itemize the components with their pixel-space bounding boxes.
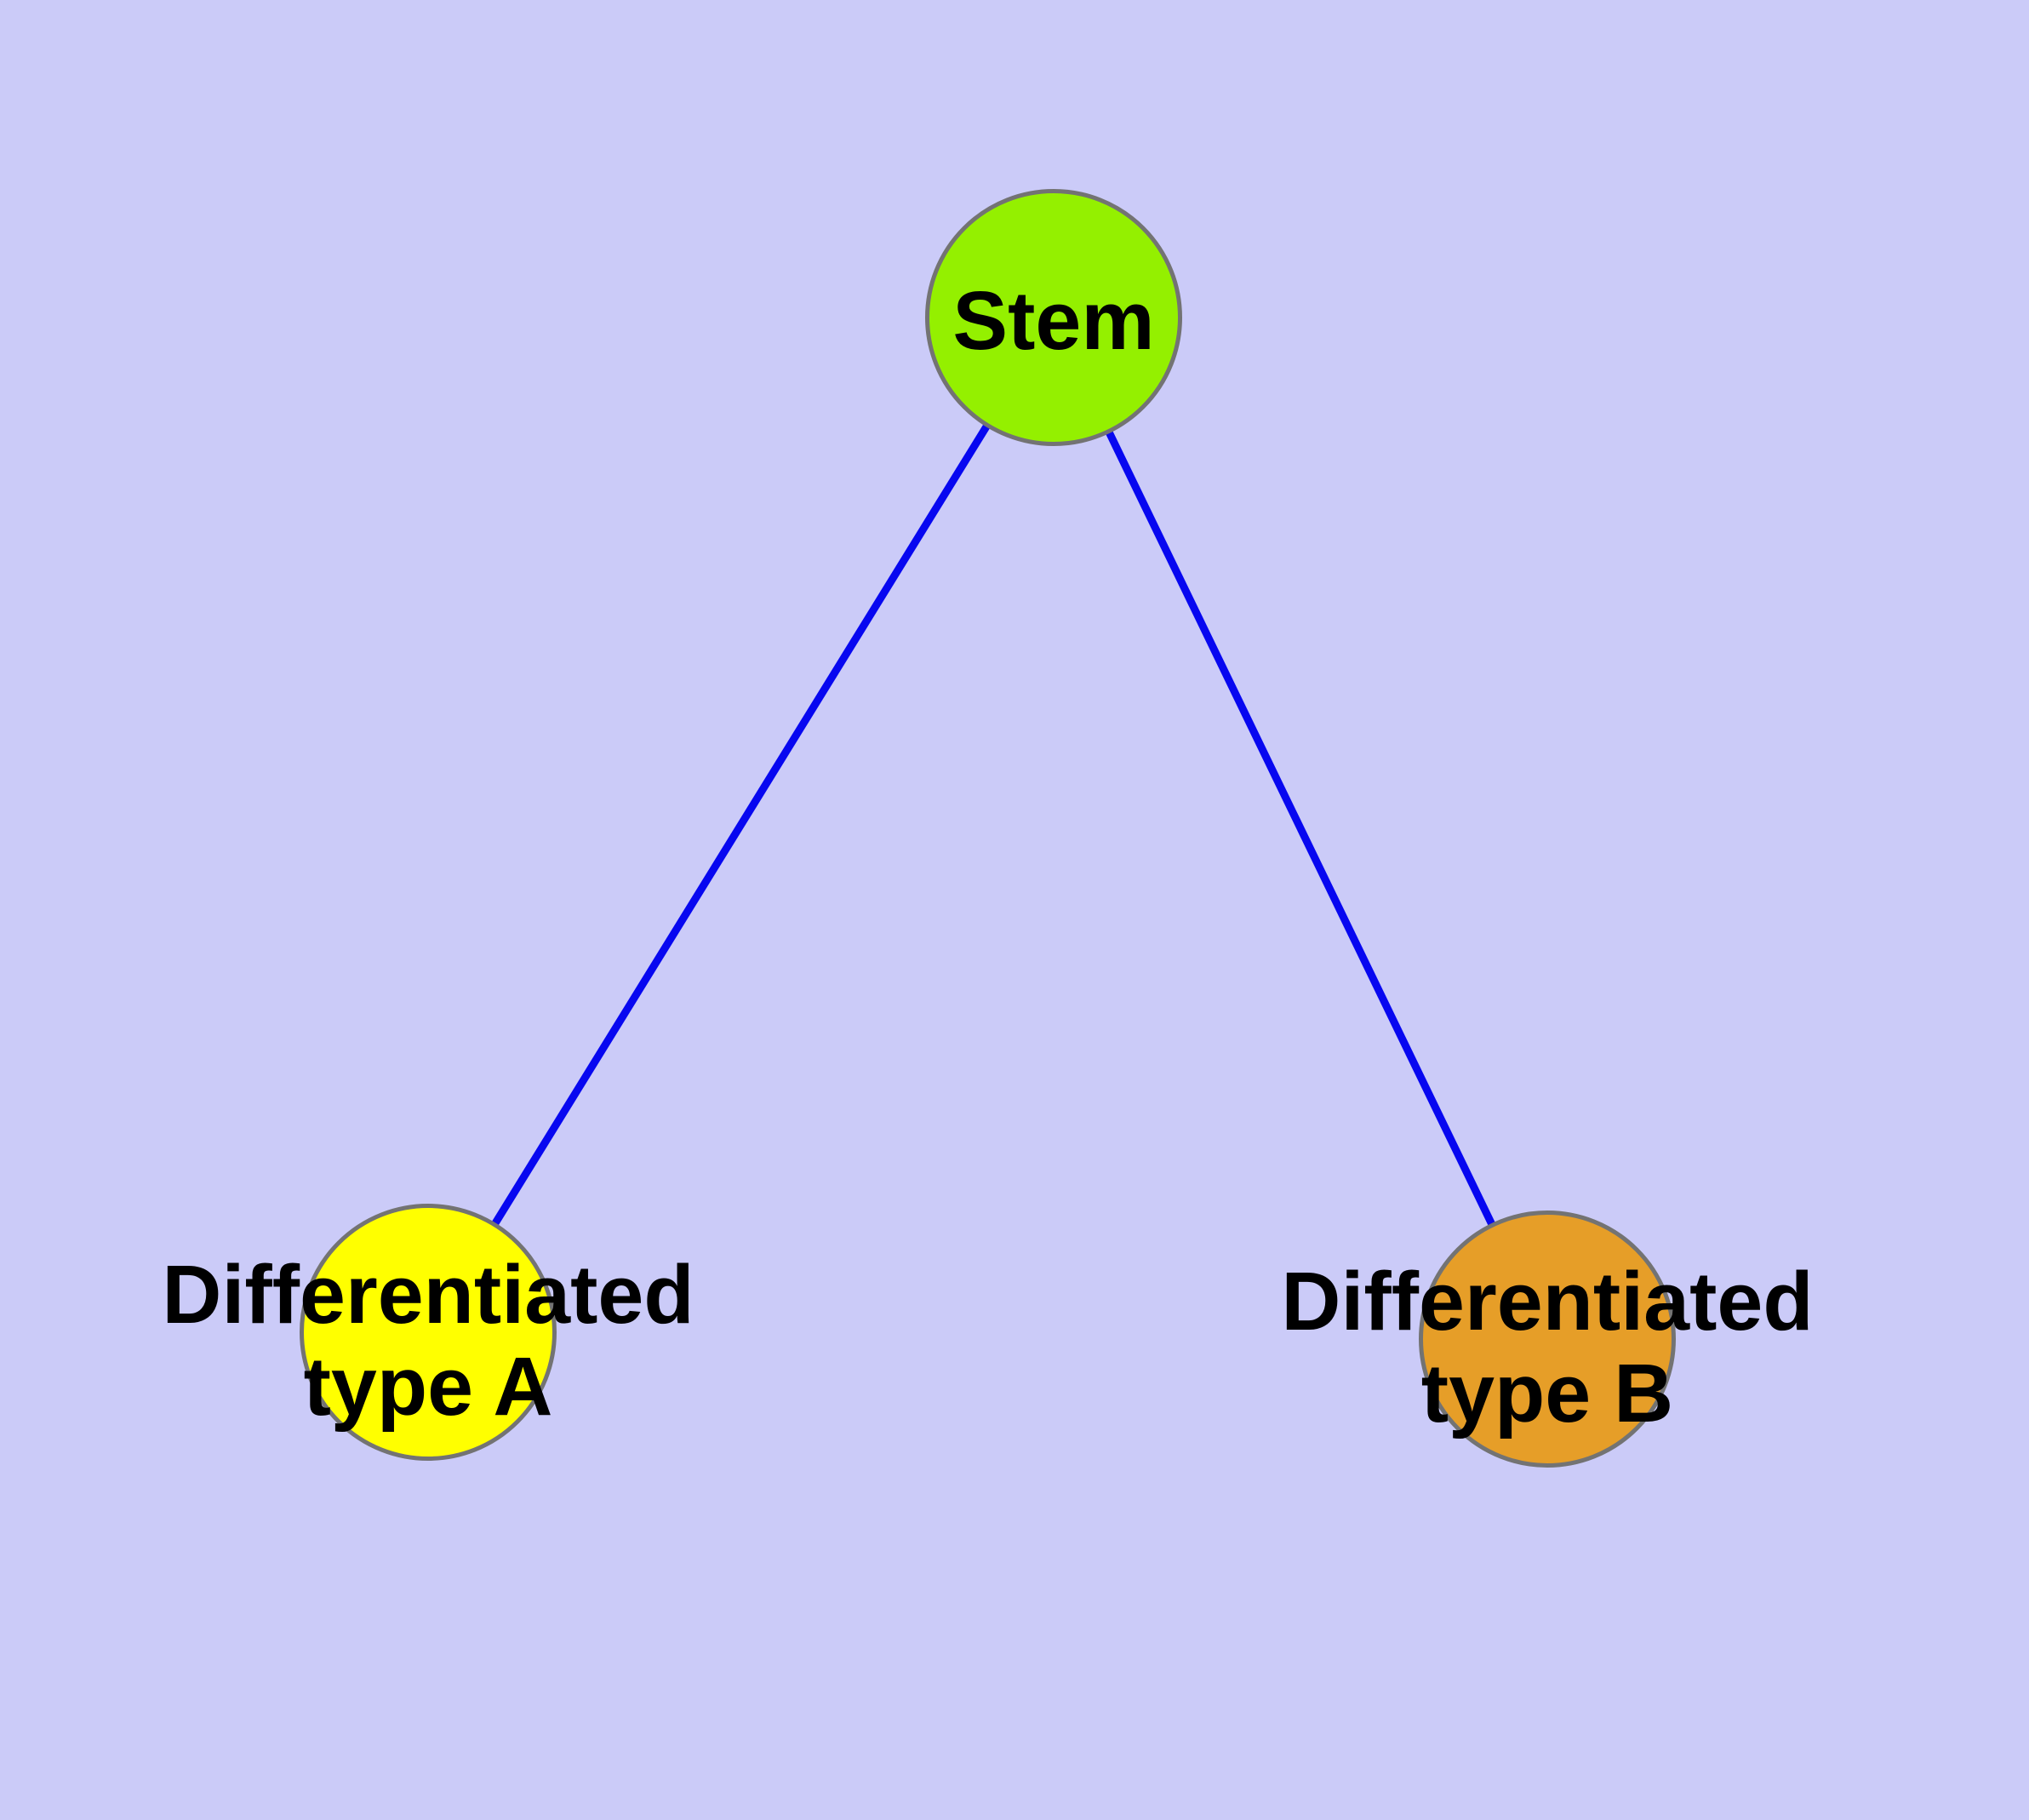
node-differentiated-type-b-label: Differentiated type B xyxy=(1281,1256,1813,1439)
edge-stem-to-type-b xyxy=(1049,316,1552,1341)
edge-stem-to-type-a xyxy=(425,315,1057,1335)
label-line: Differentiated xyxy=(162,1248,694,1341)
node-differentiated-type-b-circle xyxy=(1419,1210,1676,1468)
label-line: type B xyxy=(1420,1347,1674,1439)
node-stem-circle xyxy=(925,189,1182,446)
label-line: Stem xyxy=(952,274,1155,367)
label-line: Differentiated xyxy=(1281,1255,1814,1348)
label-line: type A xyxy=(303,1340,553,1433)
node-differentiated-type-a-label: Differentiated type A xyxy=(162,1249,694,1433)
node-differentiated-type-a-circle xyxy=(300,1204,557,1461)
node-stem-label: Stem xyxy=(952,275,1154,367)
